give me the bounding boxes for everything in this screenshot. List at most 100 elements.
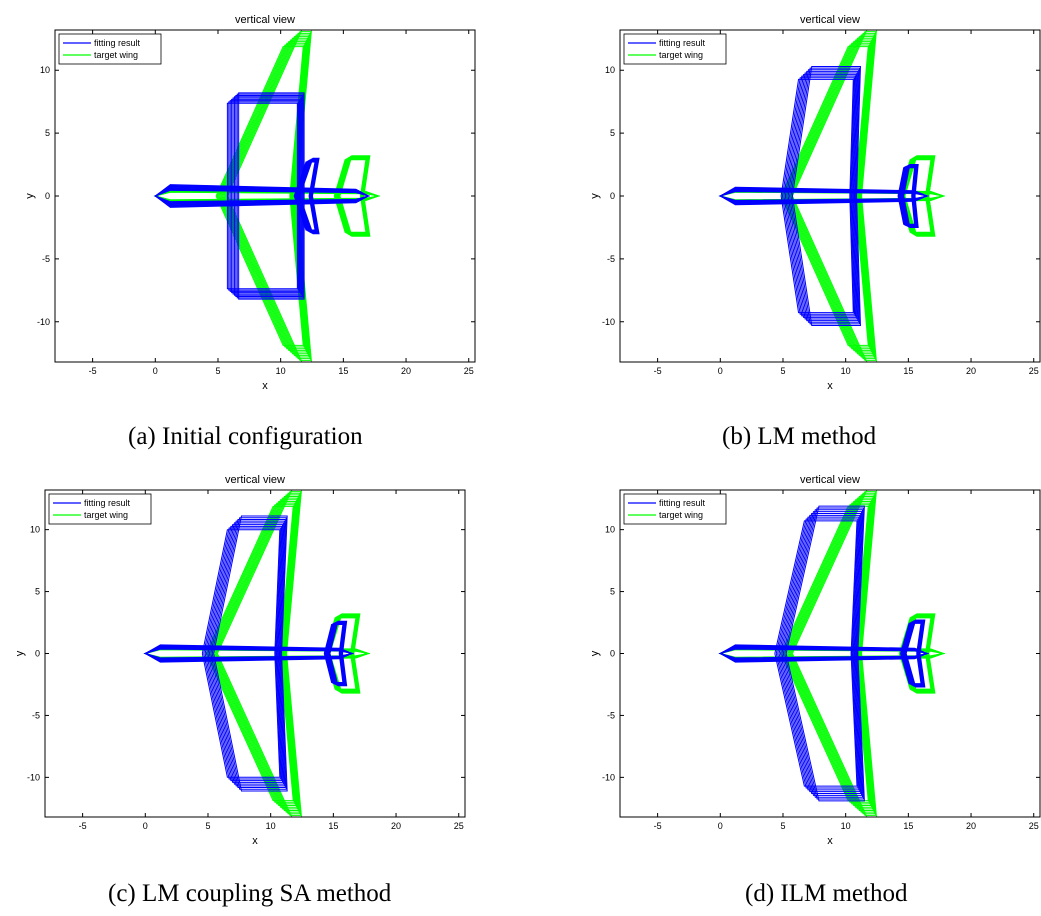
wing-line-0-7 (236, 93, 304, 196)
plot-area (143, 490, 371, 817)
fuselage-line-1-8 (719, 186, 929, 206)
wing-line-2-7 (213, 494, 300, 654)
x-tick-label: 15 (328, 821, 338, 831)
wing-line-2-1 (203, 653, 282, 780)
wing-line-2-6 (212, 496, 299, 654)
wing-line-0-4 (232, 196, 302, 295)
tail-line-1-8 (903, 164, 919, 197)
wing-line-1-5 (786, 37, 873, 197)
wing-line-2-5 (208, 653, 285, 787)
chart-title: vertical view (800, 14, 860, 26)
y-axis-label: y (589, 650, 601, 656)
y-tick-label: 10 (605, 65, 615, 75)
caption-c: (c) LM coupling SA method (108, 880, 392, 907)
y-tick-label: 0 (35, 649, 40, 659)
wing-line-3-4 (779, 512, 862, 654)
x-tick-label: 0 (718, 366, 723, 376)
wing-line-1-2 (783, 75, 856, 197)
wing-line-3-4 (785, 653, 873, 808)
wing-line-3-8 (789, 492, 876, 654)
y-tick-label: 5 (45, 128, 50, 138)
x-tick-label: 20 (401, 366, 411, 376)
tail-line-0-10 (339, 155, 371, 197)
wing-line-1-4 (786, 195, 858, 320)
wing-line-3-1 (775, 518, 859, 654)
wing-line-2-8 (213, 653, 288, 792)
wing-line-0-2 (229, 196, 300, 292)
wing-line-2-0 (201, 653, 281, 778)
wing-line-3-7 (788, 653, 875, 813)
legend: fitting result target wing (623, 33, 727, 65)
wing-line-3-0 (774, 653, 858, 787)
axes-box (54, 29, 476, 363)
legend-label-0: fitting result (659, 38, 706, 48)
wing-line-2-1 (203, 527, 282, 654)
wing-line-2-0 (201, 529, 281, 654)
wing-line-1-7 (790, 195, 861, 325)
tail-line-2-10 (329, 613, 361, 654)
x-tick-label: 25 (1029, 366, 1039, 376)
x-tick-label: -5 (654, 366, 662, 376)
x-tick-label: 10 (841, 366, 851, 376)
wing-line-3-5 (786, 497, 873, 654)
wing-line-2-3 (209, 653, 297, 807)
wing-line-0-3 (231, 196, 301, 294)
y-tick-label: -10 (37, 317, 50, 327)
wing-line-0-6 (235, 196, 303, 298)
wing-line-2-7 (213, 653, 300, 813)
axes-box (44, 489, 466, 818)
wing-line-2-6 (210, 518, 286, 654)
wing-line-0-2 (229, 100, 300, 196)
wing-line-0-0 (226, 196, 298, 290)
x-tick-label: 25 (464, 366, 474, 376)
x-tick-label: 5 (780, 366, 785, 376)
wing-line-2-8 (213, 515, 288, 654)
wing-line-1-8 (791, 65, 861, 197)
fuselage-line-0-8 (154, 184, 370, 208)
wing-line-1-4 (785, 195, 873, 353)
legend-box (58, 33, 162, 65)
wing-line-1-7 (788, 195, 875, 358)
wing-line-2-5 (208, 520, 285, 654)
y-tick-label: 10 (40, 65, 50, 75)
wing-line-1-3 (784, 74, 857, 197)
wing-line-3-2 (777, 653, 860, 791)
chart-title: vertical view (800, 474, 860, 486)
y-tick-label: 0 (45, 191, 50, 201)
x-axis-label: x (827, 835, 833, 847)
x-tick-label: 15 (903, 821, 913, 831)
wing-line-2-4 (210, 653, 298, 808)
wing-line-3-4 (779, 653, 862, 795)
x-tick-label: -5 (654, 821, 662, 831)
legend-label-1: target wing (659, 50, 703, 60)
wing-line-3-6 (787, 496, 874, 654)
wing-line-1-8 (789, 195, 876, 360)
legend-label-1: target wing (659, 510, 703, 520)
legend-box (623, 493, 727, 525)
y-tick-label: -5 (32, 710, 40, 720)
plot-area (718, 490, 946, 817)
wing-line-2-6 (212, 653, 299, 811)
x-tick-label: -5 (89, 366, 97, 376)
x-tick-label: 10 (841, 821, 851, 831)
y-tick-label: -10 (27, 772, 40, 782)
x-tick-label: 20 (391, 821, 401, 831)
wing-line-0-0 (226, 102, 298, 196)
y-tick-label: 0 (610, 649, 615, 659)
x-tick-label: 20 (966, 821, 976, 831)
wing-line-2-3 (206, 524, 284, 654)
wing-line-1-6 (787, 36, 874, 197)
wing-line-0-1 (228, 196, 299, 291)
x-tick-label: 5 (205, 821, 210, 831)
wing-line-1-5 (787, 195, 859, 322)
wing-line-0-6 (235, 94, 303, 196)
tail-line-1-10 (904, 195, 936, 237)
x-tick-label: 15 (338, 366, 348, 376)
wing-line-2-9 (215, 653, 302, 816)
wing-line-2-4 (207, 653, 285, 785)
wing-line-2-10 (216, 490, 302, 654)
wing-line-0-7 (236, 196, 304, 299)
